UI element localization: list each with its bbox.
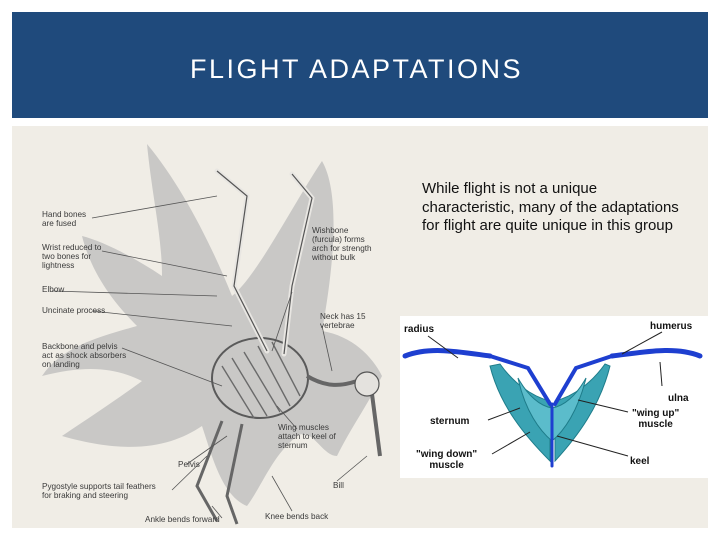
label-ankle: Ankle bends forward bbox=[145, 515, 220, 524]
label-humerus: humerus bbox=[650, 321, 693, 332]
leg-bones bbox=[195, 420, 224, 522]
bird-skeleton-illustration bbox=[42, 144, 382, 525]
label-ulna: ulna bbox=[668, 393, 689, 404]
label-hand-bones: Hand bones are fused bbox=[42, 210, 87, 228]
label-bill: Bill bbox=[333, 481, 344, 490]
label-backbone: Backbone and pelvis act as shock absorbe… bbox=[42, 342, 127, 369]
label-pygostyle: Pygostyle supports tail feathers for bra… bbox=[42, 482, 156, 500]
label-wing-up-muscle: "wing up" muscle bbox=[632, 408, 680, 430]
label-radius: radius bbox=[404, 324, 435, 335]
wing-muscle-diagram: radius humerus ulna sternum "wing up" mu… bbox=[400, 316, 708, 478]
label-elbow: Elbow bbox=[42, 285, 65, 294]
label-wing-down-muscle: "wing down" muscle bbox=[416, 449, 478, 471]
label-neck: Neck has 15 vertebrae bbox=[320, 312, 366, 330]
label-wrist: Wrist reduced to two bones for lightness bbox=[42, 243, 102, 270]
slide-title: FLIGHT ADAPTATIONS bbox=[190, 54, 524, 84]
label-wishbone: Wishbone (furcula) forms arch for streng… bbox=[312, 226, 372, 262]
wing-bones bbox=[402, 348, 703, 468]
label-pelvis: Pelvis bbox=[178, 460, 200, 469]
label-sternum: sternum bbox=[430, 416, 470, 427]
body-text: While flight is not a unique characteris… bbox=[422, 180, 679, 234]
label-uncinate: Uncinate process bbox=[42, 306, 106, 315]
label-keel: keel bbox=[630, 456, 650, 467]
label-wing-muscles: Wing muscles attach to keel of sternum bbox=[278, 423, 336, 450]
title-band bbox=[12, 12, 708, 118]
label-knee: Knee bends back bbox=[265, 512, 329, 521]
